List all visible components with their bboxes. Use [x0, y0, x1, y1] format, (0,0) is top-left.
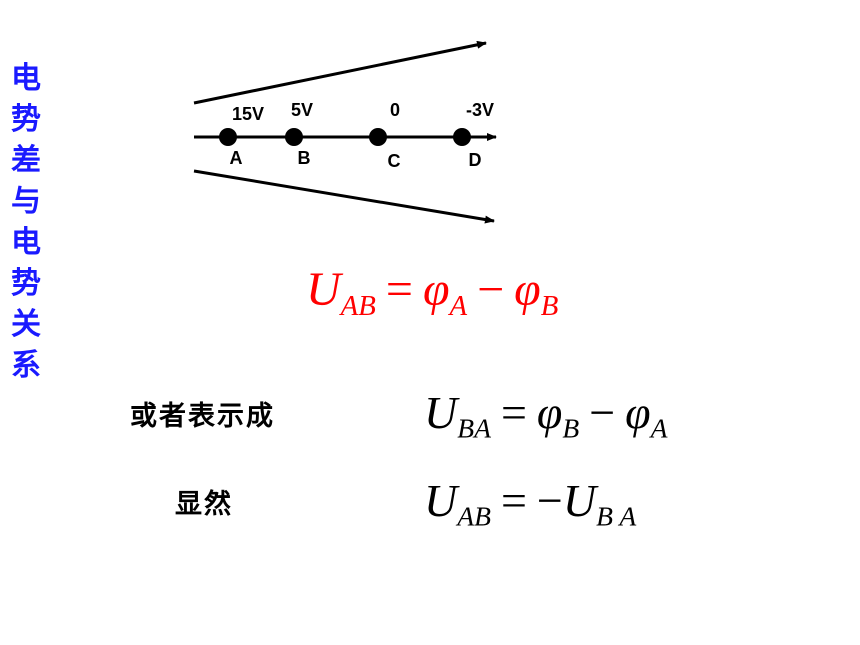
eq-obvious-negative: −	[536, 475, 563, 526]
eq-alt-lhs: U	[424, 387, 458, 438]
eq-alt-term2-sub: A	[650, 412, 668, 444]
side-title-char: 与	[11, 184, 41, 219]
side-title-char: 差	[11, 143, 41, 178]
eq-main-term2-sub: B	[540, 290, 559, 323]
point-c-name: C	[388, 151, 401, 171]
eq-obvious-lhs-sub: AB	[457, 500, 491, 532]
point-c-dot	[369, 128, 387, 146]
side-title-char: 电	[11, 225, 41, 260]
eq-main-equals: =	[385, 263, 413, 316]
obvious-equation: UAB=−UB A	[424, 474, 636, 533]
main-equation: UAB=φA−φB	[306, 262, 558, 323]
eq-obvious-equals: =	[500, 475, 527, 526]
point-b-name: B	[298, 148, 311, 168]
point-b-dot	[285, 128, 303, 146]
point-a-voltage: 15V	[232, 104, 264, 124]
lower-field-line	[193, 169, 495, 224]
eq-main-term1-sub: A	[449, 290, 468, 323]
side-title-char: 系	[11, 348, 41, 383]
eq-main-minus: −	[477, 263, 505, 316]
point-d-dot	[453, 128, 471, 146]
eq-alt-term2: φ	[625, 387, 651, 438]
alt-form-label: 或者表示成	[130, 401, 275, 432]
eq-alt-minus: −	[589, 387, 616, 438]
eq-alt-term1-sub: B	[562, 412, 580, 444]
point-a-dot	[219, 128, 237, 146]
eq-obvious-rhs: U	[562, 475, 597, 526]
side-title: 电 势 差 与 电 势 关 系	[6, 58, 46, 386]
eq-main-term2: φ	[514, 263, 541, 316]
upper-field-line	[193, 40, 487, 105]
eq-obvious-lhs: U	[424, 475, 458, 526]
eq-obvious-rhs-sub: B A	[596, 500, 637, 532]
side-title-char: 势	[11, 266, 41, 301]
point-c-voltage: 0	[390, 100, 400, 120]
eq-alt-equals: =	[500, 387, 527, 438]
point-a-name: A	[230, 148, 243, 168]
side-title-char: 电	[11, 61, 41, 96]
eq-main-lhs-sub: AB	[340, 290, 376, 323]
eq-main-term1: φ	[422, 263, 450, 316]
eq-main-lhs: U	[306, 263, 341, 316]
eq-alt-term1: φ	[536, 387, 563, 438]
point-d-voltage: -3V	[466, 100, 494, 120]
side-title-char: 势	[11, 102, 41, 137]
side-title-char: 关	[11, 307, 41, 342]
eq-alt-lhs-sub: BA	[457, 412, 491, 444]
point-d-name: D	[469, 150, 482, 170]
point-b-voltage: 5V	[291, 100, 313, 120]
alt-equation: UBA=φB−φA	[424, 386, 667, 445]
obvious-label: 显然	[175, 489, 233, 520]
